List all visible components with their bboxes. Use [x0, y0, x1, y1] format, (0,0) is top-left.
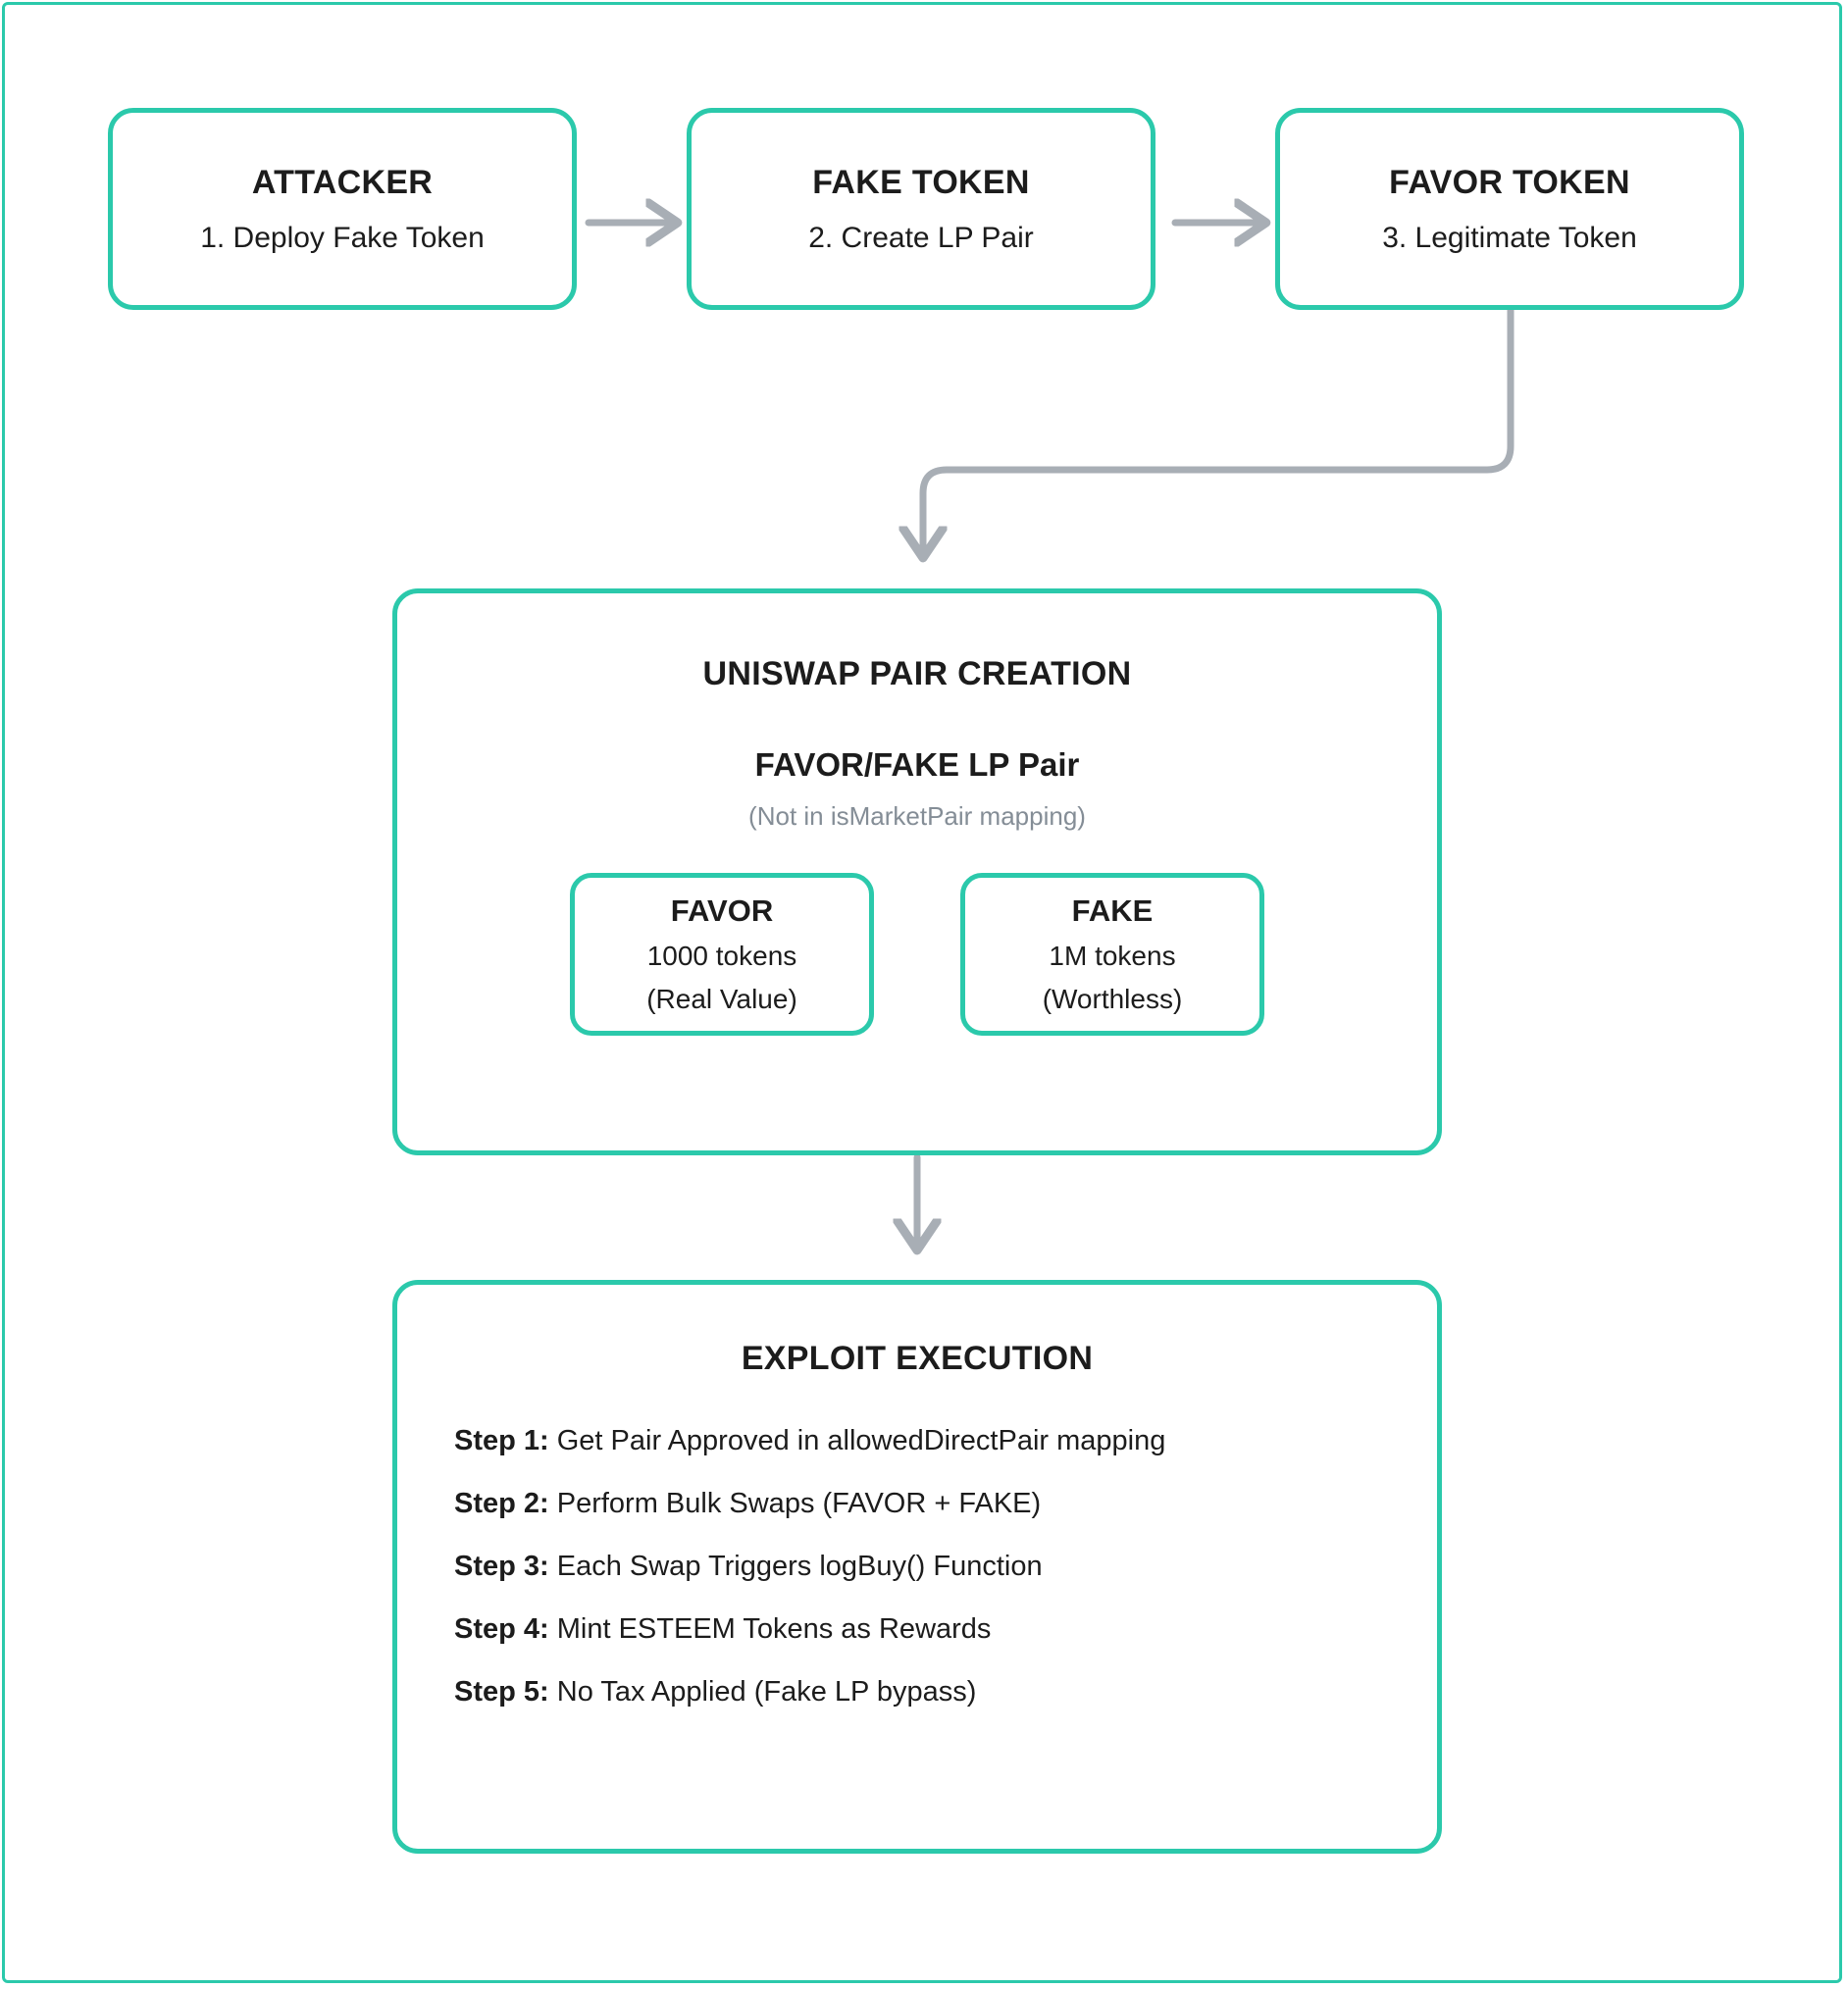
exploit-step-text: Perform Bulk Swaps (FAVOR + FAKE) — [548, 1488, 1042, 1519]
node-attacker-title: ATTACKER — [251, 163, 434, 201]
node-attacker[interactable]: ATTACKER 1. Deploy Fake Token — [108, 108, 577, 310]
exploit-step-label: Step 4: — [454, 1613, 549, 1645]
exploit-step-text: Get Pair Approved in allowedDirectPair m… — [548, 1425, 1166, 1456]
token-reserve-row: FAVOR 1000 tokens (Real Value) FAKE 1M t… — [397, 873, 1437, 1036]
node-fake-token-title: FAKE TOKEN — [812, 163, 1030, 201]
token-box-favor[interactable]: FAVOR 1000 tokens (Real Value) — [570, 873, 874, 1036]
uniswap-heading: UNISWAP PAIR CREATION — [702, 655, 1132, 692]
token-fake-amount: 1M tokens — [1049, 941, 1176, 971]
token-favor-name: FAVOR — [670, 893, 774, 928]
token-fake-value: (Worthless) — [1042, 984, 1183, 1014]
exploit-steps-list: Step 1: Get Pair Approved in allowedDire… — [397, 1425, 1437, 1739]
token-box-fake[interactable]: FAKE 1M tokens (Worthless) — [960, 873, 1264, 1036]
exploit-step-text: Each Swap Triggers logBuy() Function — [548, 1551, 1043, 1582]
node-favor-token-subtitle: 3. Legitimate Token — [1382, 221, 1637, 254]
uniswap-mapping-note: (Not in isMarketPair mapping) — [748, 801, 1086, 831]
exploit-heading: EXPLOIT EXECUTION — [741, 1340, 1094, 1377]
node-attacker-subtitle: 1. Deploy Fake Token — [200, 221, 485, 254]
uniswap-pair-label: FAVOR/FAKE LP Pair — [754, 746, 1080, 783]
node-fake-token-subtitle: 2. Create LP Pair — [808, 221, 1034, 254]
arrow-favor-to-uniswap — [923, 306, 1514, 555]
exploit-step-label: Step 3: — [454, 1551, 549, 1582]
token-favor-amount: 1000 tokens — [646, 941, 797, 971]
exploit-step: Step 3: Each Swap Triggers logBuy() Func… — [454, 1551, 1417, 1583]
exploit-step-label: Step 5: — [454, 1676, 549, 1708]
node-uniswap-pair-creation[interactable]: UNISWAP PAIR CREATION FAVOR/FAKE LP Pair… — [392, 588, 1442, 1155]
exploit-step: Step 1: Get Pair Approved in allowedDire… — [454, 1425, 1417, 1457]
exploit-step: Step 5: No Tax Applied (Fake LP bypass) — [454, 1676, 1417, 1708]
token-fake-name: FAKE — [1071, 893, 1154, 928]
node-favor-token[interactable]: FAVOR TOKEN 3. Legitimate Token — [1275, 108, 1744, 310]
exploit-step: Step 2: Perform Bulk Swaps (FAVOR + FAKE… — [454, 1488, 1417, 1520]
node-exploit-execution[interactable]: EXPLOIT EXECUTION Step 1: Get Pair Appro… — [392, 1280, 1442, 1854]
exploit-step-label: Step 2: — [454, 1488, 549, 1519]
node-fake-token[interactable]: FAKE TOKEN 2. Create LP Pair — [687, 108, 1155, 310]
token-favor-value: (Real Value) — [646, 984, 797, 1014]
exploit-step-text: No Tax Applied (Fake LP bypass) — [548, 1676, 977, 1708]
exploit-step-label: Step 1: — [454, 1425, 549, 1456]
exploit-step-text: Mint ESTEEM Tokens as Rewards — [548, 1613, 992, 1645]
node-favor-token-title: FAVOR TOKEN — [1389, 163, 1630, 201]
exploit-step: Step 4: Mint ESTEEM Tokens as Rewards — [454, 1613, 1417, 1646]
